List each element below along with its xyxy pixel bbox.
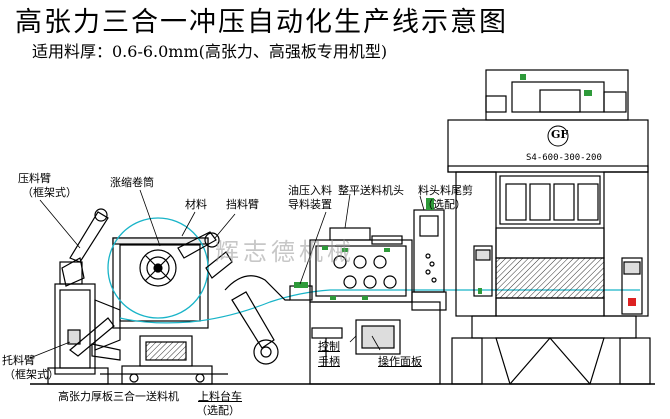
loading-cart bbox=[100, 335, 228, 385]
press-green-marks bbox=[478, 74, 592, 294]
uncoiler-base bbox=[47, 283, 121, 385]
diagram-subtitle: 适用料厚：0.6-6.0mm(高张力、高强板专用机型) bbox=[32, 42, 388, 61]
label-control-handle-1: 控制 bbox=[318, 340, 340, 353]
label-expand-reel: 涨缩卷筒 bbox=[110, 176, 154, 189]
label-support-arm: 托料臂 bbox=[2, 354, 35, 367]
label-oil-press-in: 油压入料 bbox=[288, 184, 332, 197]
press-logo bbox=[547, 125, 569, 147]
label-retain-arm: 挡料臂 bbox=[226, 198, 259, 211]
coil-outline bbox=[107, 217, 209, 319]
feeder-green-marks bbox=[322, 246, 390, 300]
diagram-title: 高张力三合一冲压自动化生产线示意图 bbox=[15, 7, 508, 38]
label-press-arm-sub: （框架式） bbox=[22, 186, 77, 199]
expand-reel bbox=[139, 249, 177, 287]
label-head-tail-shear-sub: （选配） bbox=[422, 198, 466, 211]
label-support-arm-sub: （框架式） bbox=[4, 368, 59, 381]
label-control-handle-2: 手柄 bbox=[318, 355, 340, 368]
watermark: 辉志德机械 bbox=[215, 238, 355, 266]
label-guide-device: 导料装置 bbox=[288, 198, 332, 211]
label-operation-panel: 操作面板 bbox=[378, 355, 422, 368]
retain-arm bbox=[177, 231, 233, 279]
leader-lines bbox=[29, 189, 425, 359]
press-model-plate: S4-600-300-200 bbox=[526, 153, 602, 163]
label-machine-name: 高张力厚板三合一送料机 bbox=[58, 390, 179, 403]
material-strip bbox=[119, 289, 640, 324]
leveling-feeder bbox=[289, 227, 413, 303]
press-machine bbox=[447, 69, 651, 385]
head-tail-shear bbox=[411, 198, 447, 311]
loop-guide bbox=[224, 275, 290, 365]
label-material: 材料 bbox=[185, 198, 207, 211]
feeder-base bbox=[309, 301, 441, 385]
label-loading-cart: 上料台车 bbox=[198, 390, 242, 403]
support-arm bbox=[69, 317, 121, 361]
label-head-tail-shear: 料头料尾剪 bbox=[418, 184, 473, 197]
label-leveling-feed: 整平送料机头 bbox=[338, 184, 404, 197]
uncoiler-body bbox=[112, 237, 209, 329]
press-logo-text: GF bbox=[551, 128, 569, 141]
label-press-arm: 压料臂 bbox=[18, 172, 51, 185]
label-loading-cart-sub: （选配） bbox=[196, 404, 240, 417]
press-arm bbox=[59, 208, 109, 287]
